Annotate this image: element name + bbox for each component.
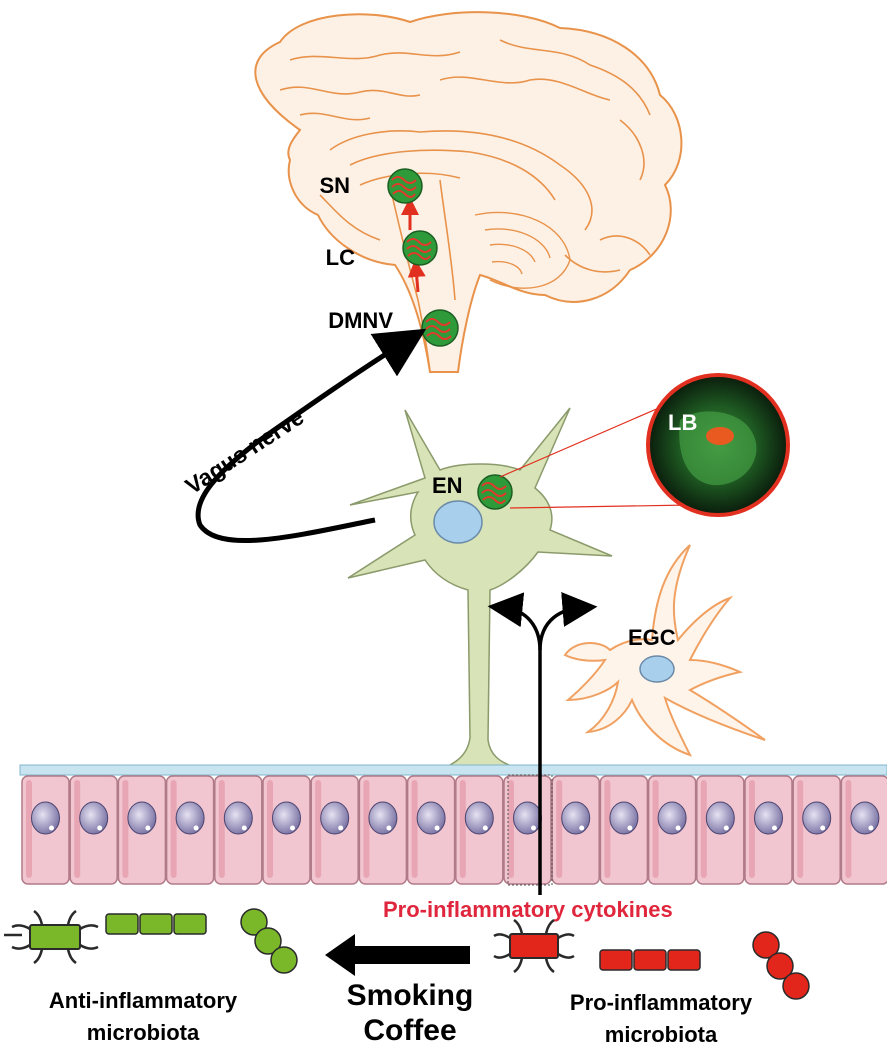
epithelial-nucleus xyxy=(416,801,446,835)
epithelial-cell xyxy=(792,775,841,885)
epithelial-nucleus xyxy=(175,801,205,835)
brain: SN LC DMNV xyxy=(254,11,683,373)
lb-red-inclusion xyxy=(706,427,734,445)
pro-inflammatory-microbiota: Pro-inflammatory microbiota xyxy=(493,918,810,1047)
epithelial-nucleus xyxy=(705,801,735,835)
epithelial-cell xyxy=(744,775,793,885)
en-aggregate xyxy=(477,474,513,510)
epithelial-cell xyxy=(262,775,311,885)
cytokines-label: Pro-inflammatory cytokines xyxy=(383,897,673,922)
epithelial-nucleus xyxy=(754,801,783,835)
epithelial-cells xyxy=(21,775,887,885)
epithelial-nucleus xyxy=(368,801,398,835)
epithelial-cell xyxy=(21,775,70,885)
epithelial-cell xyxy=(117,775,167,885)
factor-smoking: Smoking xyxy=(347,979,474,1012)
red-chain-bacteria xyxy=(599,949,701,971)
epithelial-nucleus xyxy=(223,801,253,835)
sn-aggregate xyxy=(387,168,423,204)
brainstem xyxy=(391,179,456,373)
pro-microbiota-label-line2: microbiota xyxy=(605,1022,718,1047)
epithelial-nucleus xyxy=(561,801,591,835)
dmnv-aggregate xyxy=(421,309,459,347)
epithelial-nucleus xyxy=(464,801,494,835)
epithelial-cell xyxy=(214,775,263,885)
green-chain-bacteria xyxy=(105,913,207,935)
anti-inflammatory-microbiota: Anti-inflammatory microbiota xyxy=(4,908,298,1045)
zoom-line-bottom xyxy=(509,504,691,509)
region-label-dmnv: DMNV xyxy=(328,308,393,333)
epithelial-cell xyxy=(503,775,552,885)
en-label: EN xyxy=(432,473,463,498)
lb-cell-glow xyxy=(679,411,757,486)
anti-microbiota-label-line2: microbiota xyxy=(87,1020,200,1045)
arrow-dmnv-to-lc xyxy=(407,259,426,293)
shift-arrow xyxy=(325,934,470,976)
epithelial-cell xyxy=(406,775,456,885)
epithelial-cell xyxy=(165,775,215,885)
epithelial-cell xyxy=(551,775,600,885)
cytokine-signal: Pro-inflammatory cytokines xyxy=(383,591,673,922)
epithelial-nucleus xyxy=(320,801,350,835)
cerebellum xyxy=(474,211,571,289)
red-cocci-bacteria xyxy=(752,931,810,1000)
brain-outline xyxy=(254,11,683,373)
epithelial-nucleus xyxy=(272,801,301,835)
epithelial-nucleus xyxy=(802,801,832,835)
epithelial-nucleus xyxy=(127,801,157,835)
vagus-nerve-arrow xyxy=(195,328,427,544)
epithelial-cell xyxy=(455,775,504,885)
permeable-gap xyxy=(507,774,553,886)
epithelium xyxy=(19,764,887,886)
red-rod-bacterium xyxy=(493,918,575,974)
vagus-nerve: Vagus nerve xyxy=(181,328,427,544)
mucus-layer xyxy=(19,764,887,776)
epithelial-cell xyxy=(696,775,745,885)
green-rod-bacterium xyxy=(4,909,99,965)
anti-microbiota-label-line1: Anti-inflammatory xyxy=(49,988,238,1013)
region-label-lc: LC xyxy=(326,245,355,270)
egc-label: EGC xyxy=(628,625,676,650)
glial-nucleus xyxy=(639,655,675,683)
epithelial-cell xyxy=(599,775,649,885)
brain-gyri xyxy=(279,39,651,273)
epithelial-cell xyxy=(310,775,359,885)
epithelial-nucleus xyxy=(31,801,60,835)
pro-microbiota-label-line1: Pro-inflammatory xyxy=(570,990,753,1015)
neuron-nucleus xyxy=(433,500,483,544)
epithelial-cell xyxy=(840,775,887,885)
lewy-body-inset: LB xyxy=(499,373,790,517)
glial-body xyxy=(563,544,766,757)
lb-label: LB xyxy=(668,410,697,435)
epithelial-nucleus xyxy=(657,801,687,835)
epithelial-nucleus xyxy=(850,801,880,835)
green-cocci-bacteria xyxy=(240,908,298,974)
epithelial-nucleus xyxy=(513,801,542,835)
epithelial-nucleus xyxy=(609,801,639,835)
signal-to-glia-arrow xyxy=(538,591,598,651)
enteric-neuron: EN xyxy=(347,407,613,767)
zoom-line-top xyxy=(499,403,669,478)
enteric-glial-cell: EGC xyxy=(563,544,766,757)
epithelial-cell xyxy=(69,775,118,885)
neuron-body xyxy=(347,407,613,767)
protective-factors: Smoking Coffee xyxy=(325,934,473,1047)
vagus-nerve-label: Vagus nerve xyxy=(181,404,309,500)
epithelial-cell xyxy=(358,775,408,885)
lc-aggregate xyxy=(402,230,438,266)
epithelial-nucleus xyxy=(79,801,109,835)
region-label-sn: SN xyxy=(319,173,350,198)
epithelial-cell xyxy=(647,775,697,885)
factor-coffee: Coffee xyxy=(363,1014,456,1047)
